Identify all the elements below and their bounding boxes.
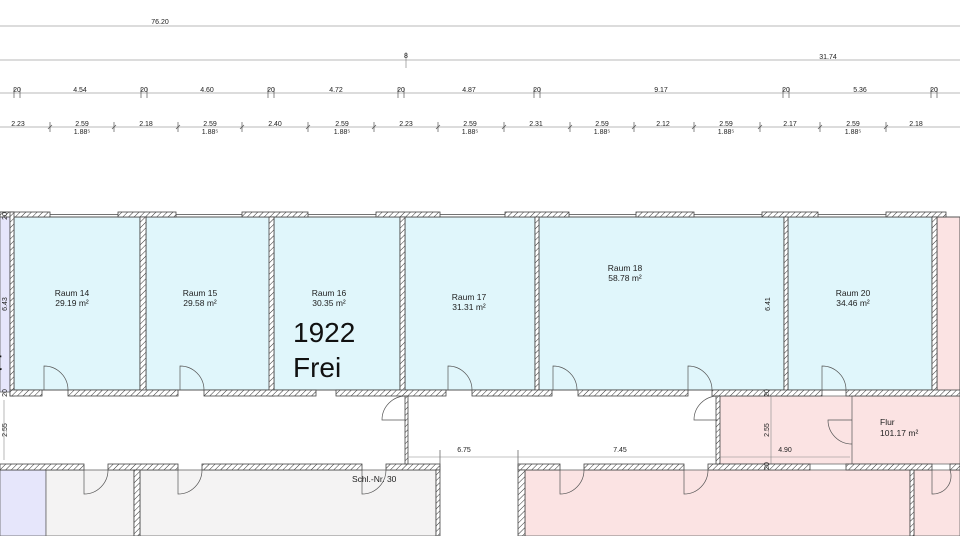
- lower-room-3[interactable]: [524, 469, 911, 536]
- room-14[interactable]: [13, 216, 141, 391]
- dim-row3-sublabel: 1.88⁵: [334, 129, 351, 136]
- room-18-name: Raum 18: [608, 263, 643, 273]
- annotation-number: 1922: [293, 317, 355, 348]
- room-16-name: Raum 16: [312, 288, 347, 298]
- room-18[interactable]: [538, 216, 785, 391]
- dim-row3-label: 2.12: [656, 121, 670, 128]
- dim-corridor-len-1: 6.75: [457, 447, 471, 454]
- dim-corridor-height: 2.55: [2, 423, 9, 437]
- room-20-area: 34.46 m²: [836, 298, 870, 308]
- dim-row2-label: 4.60: [200, 87, 214, 94]
- dim-total: 76.20: [151, 19, 169, 26]
- dim-mark-1: 20: [2, 212, 9, 220]
- room-17-name: Raum 17: [452, 292, 487, 302]
- room-17-area: 31.31 m²: [452, 302, 486, 312]
- dim-corridor-len-2: 7.45: [613, 447, 627, 454]
- dim-room18-height: 6.41: [765, 297, 772, 311]
- flur-area[interactable]: [717, 395, 960, 465]
- dimension-ticks-row2: [13, 88, 938, 98]
- lower-room-1[interactable]: [45, 469, 135, 536]
- dim-row3-sublabel: 1.88⁵: [74, 129, 91, 136]
- dim-row2-label: 4.72: [329, 87, 343, 94]
- dim-row3-label: 2.59: [203, 121, 217, 128]
- room-17[interactable]: [404, 216, 536, 391]
- flur-area-label: 101.17 m²: [880, 428, 918, 438]
- room-15-name: Raum 15: [183, 288, 218, 298]
- lock-number-label: Schl.-Nr. 30: [352, 474, 397, 484]
- room-14-area: 29.19 m²: [55, 298, 89, 308]
- dim-row3-label: 2.18: [139, 121, 153, 128]
- edge-glyph: t: [0, 345, 2, 376]
- dim-row2-label: 20: [140, 87, 148, 94]
- dim-row2-label: 20: [930, 87, 938, 94]
- adjacent-room-right: [936, 216, 960, 393]
- room-20[interactable]: [787, 216, 933, 391]
- annotation-status: Frei: [293, 352, 341, 383]
- dim-row3-label: 2.40: [268, 121, 282, 128]
- dim-row2-label: 20: [782, 87, 790, 94]
- dim-corridor-height-right: 2.55: [764, 423, 771, 437]
- dim-row2-label: 20: [13, 87, 21, 94]
- dim-row3-label: 2.59: [75, 121, 89, 128]
- room-15-area: 29.58 m²: [183, 298, 217, 308]
- dim-mark-4: 20: [764, 462, 771, 470]
- dim-row3-label: 2.59: [335, 121, 349, 128]
- dim-row2-label: 20: [397, 87, 405, 94]
- dim-corridor-len-3: 4.90: [778, 447, 792, 454]
- lower-room-2[interactable]: [139, 469, 437, 536]
- dim-row3-sublabel: 1.88⁵: [845, 129, 862, 136]
- dim-row3-sublabel: 1.88⁵: [594, 129, 611, 136]
- dimension-labels-row2: 20 4.54 20 4.60 20 4.72 20 4.87 20 9.17 20 5.36 20: [13, 87, 938, 94]
- dim-row2-label: 20: [267, 87, 275, 94]
- room-16[interactable]: [273, 216, 401, 391]
- dimension-lines: [0, 25, 960, 128]
- room-14-name: Raum 14: [55, 288, 90, 298]
- adjacent-room-left-lower: [0, 469, 47, 536]
- dim-row3-label: 2.59: [463, 121, 477, 128]
- flur-name: Flur: [880, 417, 895, 427]
- dim-row2-label: 4.87: [462, 87, 476, 94]
- walls: [0, 211, 960, 536]
- dim-row3-label: 2.18: [909, 121, 923, 128]
- dim-row3-sublabel: 1.88⁵: [718, 129, 735, 136]
- dim-row3-sublabel: 1.88⁵: [202, 129, 219, 136]
- dim-row3-label: 2.31: [529, 121, 543, 128]
- dim-row3-label: 2.23: [399, 121, 413, 128]
- dim-mark-3: 20: [764, 389, 771, 397]
- room-20-name: Raum 20: [836, 288, 871, 298]
- dim-row2-label: 4.54: [73, 87, 87, 94]
- dim-row3-label: 2.17: [783, 121, 797, 128]
- lower-room-4[interactable]: [913, 469, 960, 536]
- dim-row2-label: 5.36: [853, 87, 867, 94]
- room-18-area: 58.78 m²: [608, 273, 642, 283]
- dim-mid-tick: 8: [404, 53, 408, 60]
- dim-partial: 31.74: [819, 54, 837, 61]
- dim-mark-2: 20: [2, 389, 9, 397]
- dim-row3-label: 2.59: [719, 121, 733, 128]
- dim-left-room-height: 6.43: [2, 297, 9, 311]
- dimension-ticks-row3: [47, 122, 889, 132]
- dim-row3-label: 2.59: [846, 121, 860, 128]
- dim-row3-label: 2.59: [595, 121, 609, 128]
- doors: [43, 365, 952, 495]
- dim-row2-label: 9.17: [654, 87, 668, 94]
- room-16-area: 30.35 m²: [312, 298, 346, 308]
- dim-row3-label: 2.23: [11, 121, 25, 128]
- dim-row3-sublabel: 1.88⁵: [462, 129, 479, 136]
- dim-row2-label: 20: [533, 87, 541, 94]
